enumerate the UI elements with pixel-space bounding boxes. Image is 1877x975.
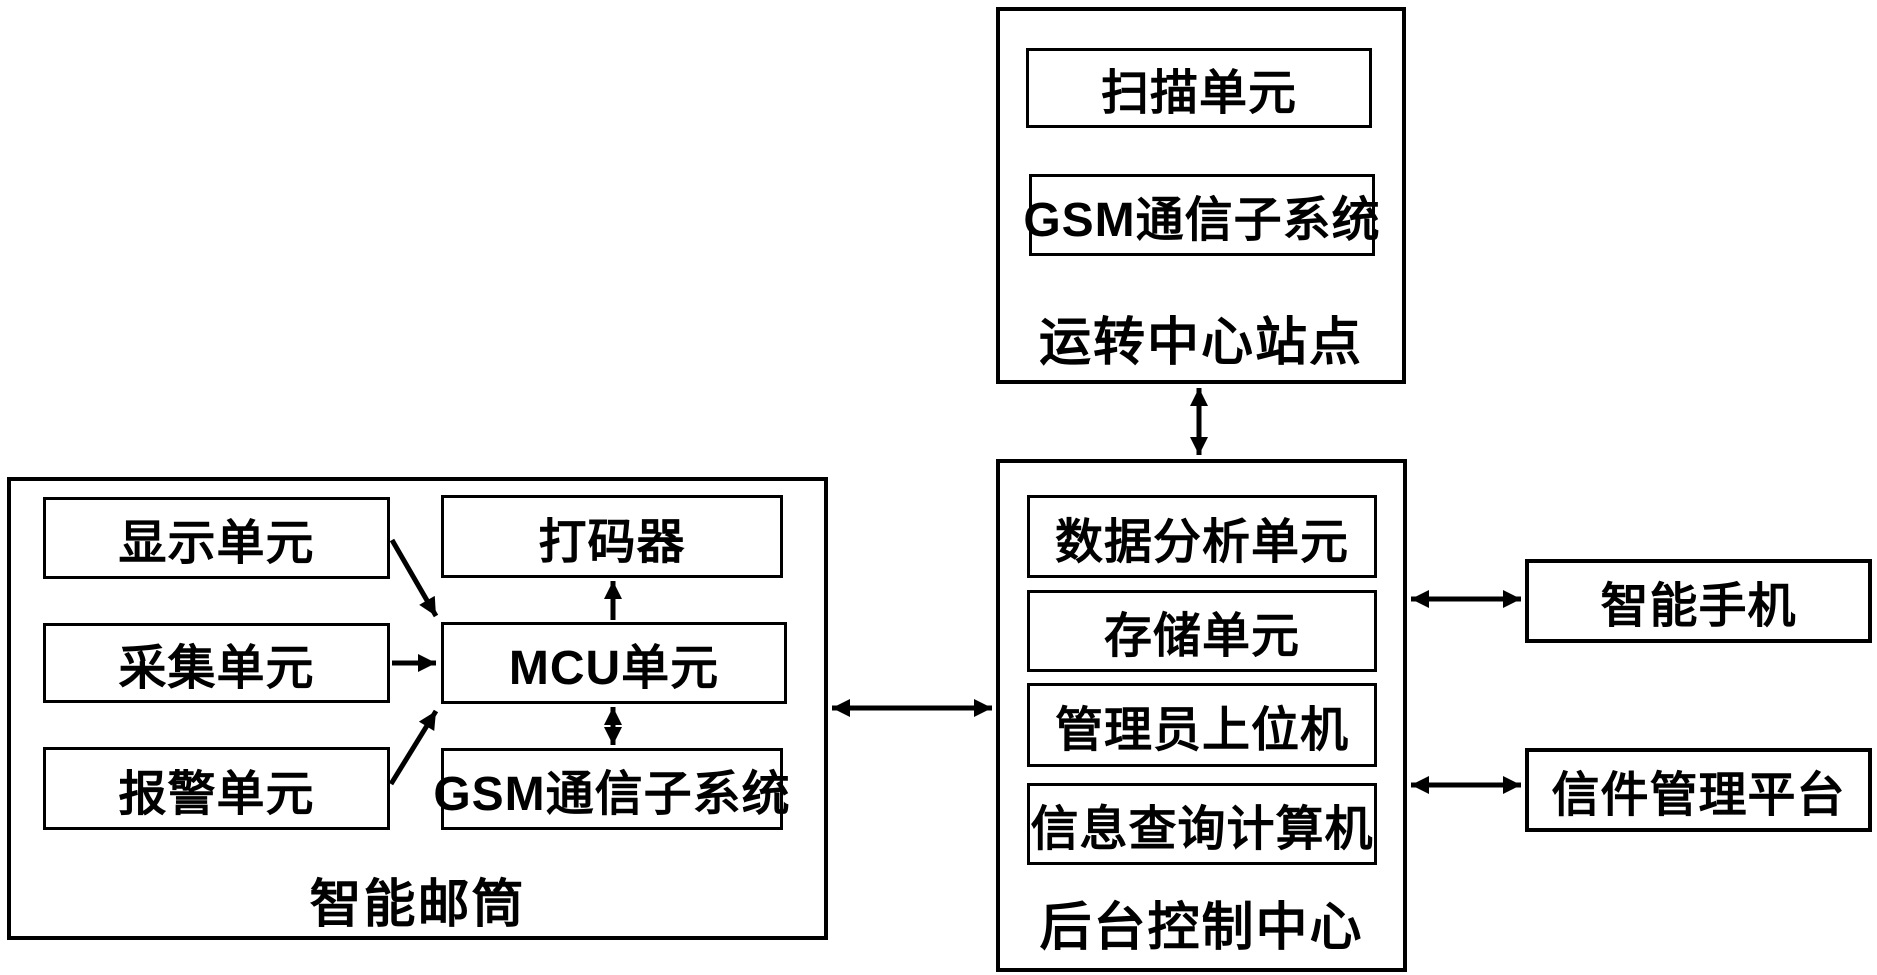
box-display-unit-label: 显示单元 bbox=[118, 517, 315, 570]
box-scan-unit-label: 扫描单元 bbox=[1100, 67, 1297, 120]
box-data-analysis-unit: 数据分析单元 bbox=[1027, 495, 1377, 578]
box-coder-unit-label: 打码器 bbox=[538, 515, 686, 569]
box-alarm-unit: 报警单元 bbox=[43, 747, 390, 830]
box-data-analysis-unit-label: 数据分析单元 bbox=[1054, 515, 1349, 569]
box-collect-unit-label: 采集单元 bbox=[118, 642, 315, 695]
box-mcu-unit-label: MCU单元 bbox=[508, 642, 720, 695]
label-transit-center: 运转中心站点 bbox=[1038, 314, 1363, 372]
label-control-center: 后台控制中心 bbox=[1039, 899, 1364, 957]
box-storage-unit: 存储单元 bbox=[1027, 590, 1377, 672]
box-info-query-unit: 信息查询计算机 bbox=[1027, 783, 1377, 865]
box-gsm-transit-unit: GSM通信子系统 bbox=[1023, 174, 1380, 256]
box-mail-platform: 信件管理平台 bbox=[1525, 748, 1872, 832]
label-smart-mailbox: 智能邮筒 bbox=[309, 876, 526, 934]
box-admin-host-unit-label: 管理员上位机 bbox=[1054, 704, 1349, 757]
box-admin-host-unit: 管理员上位机 bbox=[1027, 683, 1377, 767]
box-smartphone: 智能手机 bbox=[1525, 559, 1872, 643]
box-gsm-transit-unit-label: GSM通信子系统 bbox=[1023, 194, 1381, 247]
box-gsm-mailbox-unit-label: GSM通信子系统 bbox=[433, 768, 791, 821]
box-smartphone-label: 智能手机 bbox=[1600, 580, 1797, 633]
box-info-query-unit-label: 信息查询计算机 bbox=[1030, 803, 1374, 856]
box-scan-unit: 扫描单元 bbox=[1026, 48, 1372, 128]
box-mail-platform-label: 信件管理平台 bbox=[1551, 769, 1846, 822]
box-storage-unit-label: 存储单元 bbox=[1103, 610, 1300, 663]
box-coder-unit: 打码器 bbox=[441, 495, 783, 578]
box-mcu-unit: MCU单元 bbox=[441, 622, 787, 704]
box-gsm-mailbox-unit: GSM通信子系统 bbox=[433, 748, 790, 830]
box-alarm-unit-label: 报警单元 bbox=[118, 767, 315, 821]
box-display-unit: 显示单元 bbox=[43, 497, 390, 579]
box-collect-unit: 采集单元 bbox=[43, 623, 390, 703]
